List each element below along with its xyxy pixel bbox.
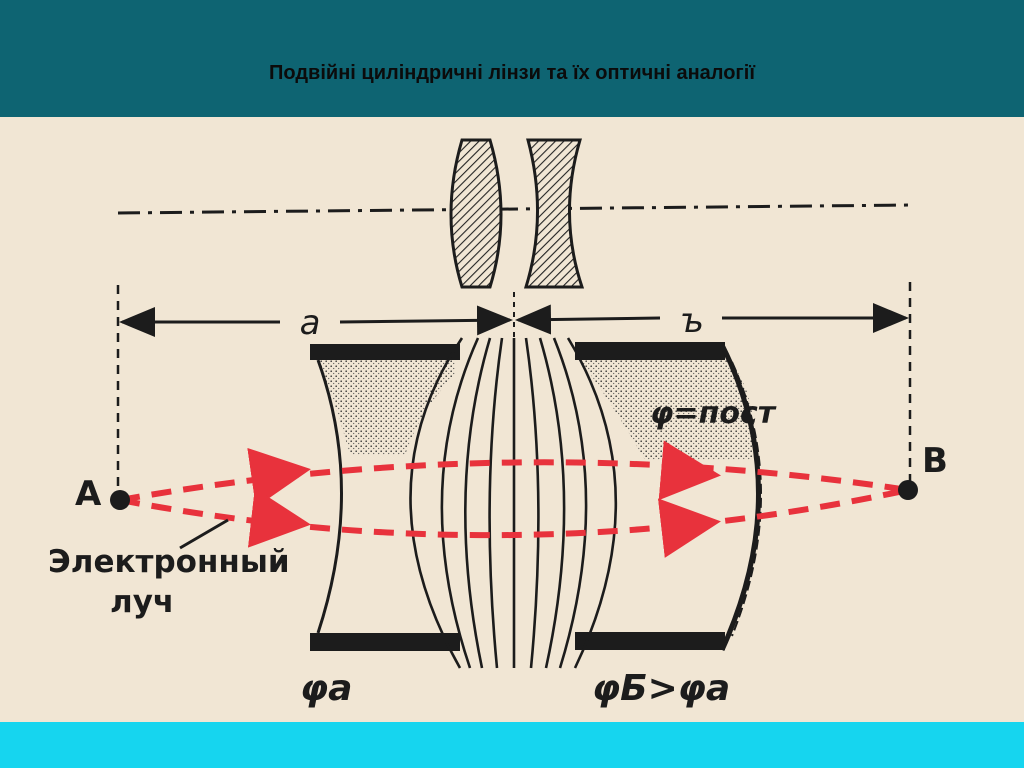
label-a: a xyxy=(300,303,321,343)
left-electrode-top xyxy=(310,344,460,360)
beam-label-leader xyxy=(179,518,229,550)
label-b: ъ xyxy=(680,301,704,341)
beam-arrow-lower-left xyxy=(247,488,311,548)
convex-lens xyxy=(449,138,503,289)
point-b-dot xyxy=(898,480,918,500)
point-b-label: B xyxy=(922,441,948,481)
point-a-dot xyxy=(110,490,130,510)
concave-lens xyxy=(523,138,585,289)
left-electrode-field xyxy=(318,360,455,455)
right-electrode-bottom xyxy=(575,632,725,650)
dimension-arrow-b-left xyxy=(515,304,661,335)
footer-bar xyxy=(0,722,1024,768)
point-a-label: A xyxy=(75,474,102,514)
dimension-arrow-a-right xyxy=(339,305,513,336)
right-electrode-cap xyxy=(719,343,761,652)
electron-beam xyxy=(119,459,909,539)
beam-label-line2: луч xyxy=(110,584,174,620)
electron-lens-diagram: a ъ xyxy=(48,138,948,709)
beam-arrow-upper-right xyxy=(658,440,721,501)
beam-arrow-lower-right xyxy=(657,498,721,558)
left-equipotential-outer xyxy=(316,359,343,634)
phi-a-label: φa xyxy=(300,668,352,709)
header-bar: Подвійні циліндричні лінзи та їх оптичні… xyxy=(0,0,1024,117)
beam-label-line1: Электронный xyxy=(48,544,290,580)
beam-arrow-upper-left xyxy=(247,447,311,508)
right-electrode-top xyxy=(575,342,725,360)
left-electrode-bottom xyxy=(310,633,460,651)
equipotential-lines xyxy=(409,337,618,669)
optical-axis xyxy=(117,203,913,215)
right-electrode-field xyxy=(580,360,754,460)
phi-relation-label: φБ>φa xyxy=(592,668,730,709)
right-electrode-cap-inner xyxy=(731,361,762,637)
phi-const-label: φ=пост xyxy=(650,396,777,431)
page-title: Подвійні циліндричні лінзи та їх оптичні… xyxy=(269,62,755,84)
diagram-area: a ъ xyxy=(0,117,1024,722)
